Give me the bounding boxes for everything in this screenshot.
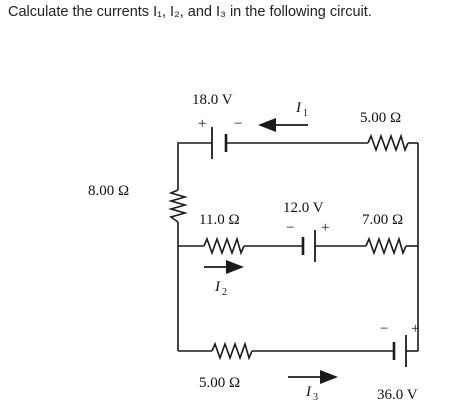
battery-12v-minus: −: [286, 220, 294, 236]
question-text: Calculate the currents I₁, I₂, and I₃ in…: [8, 4, 372, 20]
battery-36v-minus: −: [380, 321, 388, 337]
battery-18v-minus: −: [234, 116, 242, 132]
resistor-bottom: [211, 341, 253, 361]
current-i1-subscript: 1: [303, 108, 308, 119]
resistor-mid-left: [203, 236, 245, 256]
resistor-mid-left-label: 11.0 Ω: [199, 212, 240, 228]
current-i1-symbol: I: [295, 100, 302, 116]
battery-18v-plus: +: [198, 116, 206, 132]
battery-12v: [301, 230, 316, 262]
resistor-mid-right: [365, 236, 407, 256]
top-branch-wire: [177, 142, 418, 190]
battery-12v-label: 12.0 V: [283, 200, 324, 216]
resistor-bottom-label: 5.00 Ω: [199, 375, 240, 391]
resistor-left: [168, 189, 188, 223]
battery-18v-label: 18.0 V: [192, 92, 233, 108]
current-i3-subscript: 3: [313, 392, 318, 403]
battery-12v-plus: +: [321, 220, 329, 236]
current-i2-subscript: 2: [222, 287, 227, 298]
current-i2-symbol: I: [214, 279, 221, 295]
resistor-left-label: 8.00 Ω: [88, 183, 129, 199]
battery-36v: [392, 335, 407, 367]
current-i3-arrow: [288, 370, 338, 384]
resistor-top-right: [367, 133, 409, 153]
current-i1-arrow: [258, 118, 308, 132]
resistor-mid-right-label: 7.00 Ω: [362, 212, 403, 228]
battery-36v-label: 36.0 V: [377, 387, 418, 403]
battery-18v: [211, 127, 228, 159]
current-i3-symbol: I: [305, 384, 312, 400]
current-i2-arrow: [204, 260, 244, 274]
resistor-top-right-label: 5.00 Ω: [360, 110, 401, 126]
battery-36v-plus: +: [411, 321, 419, 337]
